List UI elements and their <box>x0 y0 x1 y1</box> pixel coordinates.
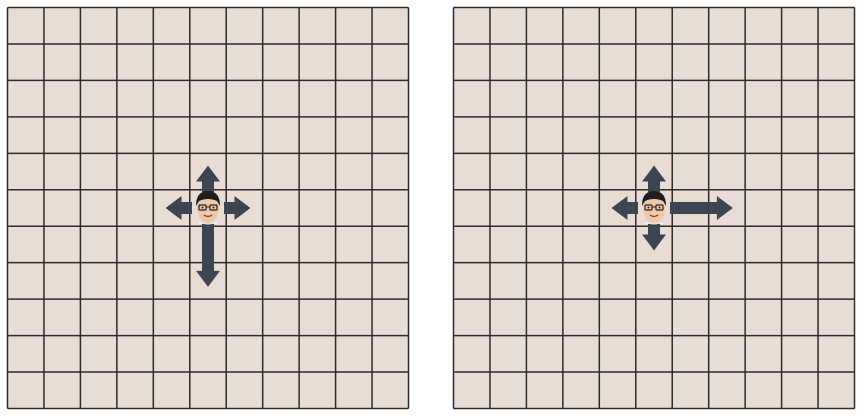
grid-lines <box>452 6 856 410</box>
right-grid-panel <box>452 6 856 410</box>
arrow-up-icon <box>642 165 666 192</box>
arrow-right-icon <box>670 196 733 220</box>
person-face-icon <box>642 191 666 225</box>
arrow-left-icon <box>165 196 192 220</box>
arrow-right-icon <box>224 196 251 220</box>
grid-lines <box>6 6 410 410</box>
person-face-icon <box>196 191 220 225</box>
arrow-down-icon <box>196 224 220 287</box>
arrow-up-icon <box>196 165 220 192</box>
left-grid-panel <box>6 6 410 410</box>
right-grid <box>452 6 856 410</box>
arrow-down-icon <box>642 224 666 251</box>
left-grid <box>6 6 410 410</box>
arrow-left-icon <box>611 196 638 220</box>
